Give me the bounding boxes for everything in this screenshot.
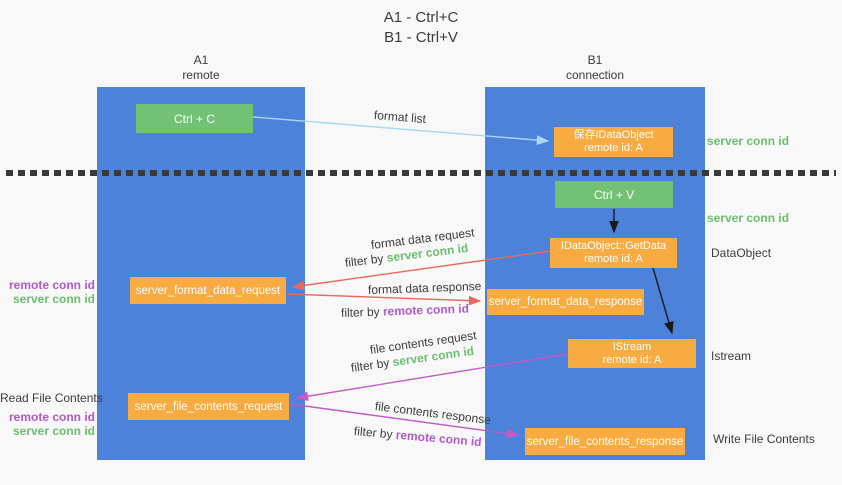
write-file-contents-annotation: Write File Contents bbox=[713, 432, 815, 446]
save-dataobject-line2: remote id: A bbox=[584, 142, 643, 154]
remote-conn-id-text: remote conn id bbox=[382, 301, 470, 319]
ctrl-v-label: Ctrl + V bbox=[593, 187, 635, 202]
filter-by-text: filter by bbox=[353, 424, 397, 442]
server-conn-id-annotation-1: server conn id bbox=[707, 134, 790, 148]
lifeline-a1-name: A1 bbox=[193, 53, 209, 67]
server-conn-id-annotation-3: server conn id bbox=[12, 292, 95, 306]
lifeline-header-a1: A1 remote bbox=[141, 53, 261, 83]
format-response-label: server_format_data_response bbox=[488, 296, 643, 308]
lifeline-header-b1: B1 connection bbox=[535, 53, 655, 83]
file-request-label: server_file_contents_request bbox=[134, 400, 283, 413]
format-list-label: format list bbox=[373, 108, 427, 127]
read-file-contents-annotation: Read File Contents bbox=[0, 391, 103, 405]
dataobject-annotation: DataObject bbox=[711, 246, 772, 260]
save-dataobject-line1: 保存IDataObject bbox=[573, 129, 654, 141]
ctrl-c-label: Ctrl + C bbox=[173, 111, 215, 126]
lifeline-b1-name: B1 bbox=[587, 53, 603, 67]
istream-node: IStream remote id: A bbox=[568, 339, 696, 368]
format-request-node: server_format_data_request bbox=[130, 277, 286, 304]
title-line-1: A1 - Ctrl+C bbox=[383, 9, 459, 26]
filter-by-remote-conn-id-label-2: filter by remote conn id bbox=[353, 424, 482, 449]
save-dataobject-node: 保存IDataObject remote id: A bbox=[554, 127, 673, 157]
file-request-node: server_file_contents_request bbox=[128, 393, 289, 420]
filter-by-text: filter by bbox=[350, 355, 394, 375]
lifeline-b1-role: connection bbox=[565, 68, 625, 82]
filter-by-text: filter by bbox=[344, 250, 388, 270]
getdata-line2: remote id: A bbox=[584, 253, 643, 265]
getdata-node: IDataObject::GetData remote id: A bbox=[550, 238, 677, 268]
filter-by-text: filter by bbox=[340, 304, 384, 320]
remote-conn-id-annotation-2: remote conn id bbox=[8, 410, 95, 424]
istream-line2: remote id: A bbox=[602, 353, 662, 366]
istream-annotation: Istream bbox=[711, 349, 752, 363]
remote-conn-id-text: remote conn id bbox=[395, 427, 483, 450]
format-request-label: server_format_data_request bbox=[135, 284, 281, 297]
lifeline-a1-role: remote bbox=[182, 68, 220, 82]
format-data-response-label: format data response bbox=[367, 279, 482, 297]
file-response-node: server_file_contents_response bbox=[525, 428, 685, 455]
format-response-node: server_format_data_response bbox=[487, 289, 644, 315]
filter-by-remote-conn-id-label-1: filter by remote conn id bbox=[341, 302, 469, 320]
server-conn-id-annotation-4: server conn id bbox=[12, 424, 95, 438]
remote-conn-id-annotation-1: remote conn id bbox=[8, 278, 95, 292]
ctrl-c-node: Ctrl + C bbox=[136, 104, 253, 133]
istream-line1: IStream bbox=[612, 340, 652, 353]
boundary-dotted-line bbox=[6, 170, 836, 176]
getdata-line1: IDataObject::GetData bbox=[560, 240, 667, 252]
title-line-2: B1 - Ctrl+V bbox=[384, 29, 458, 46]
file-contents-response-label: file contents response bbox=[374, 399, 492, 428]
ctrl-v-node: Ctrl + V bbox=[555, 181, 673, 208]
diagram-title: A1 - Ctrl+C B1 - Ctrl+V bbox=[321, 8, 521, 48]
server-conn-id-annotation-2: server conn id bbox=[707, 211, 790, 225]
file-response-label: server_file_contents_response bbox=[526, 435, 684, 448]
